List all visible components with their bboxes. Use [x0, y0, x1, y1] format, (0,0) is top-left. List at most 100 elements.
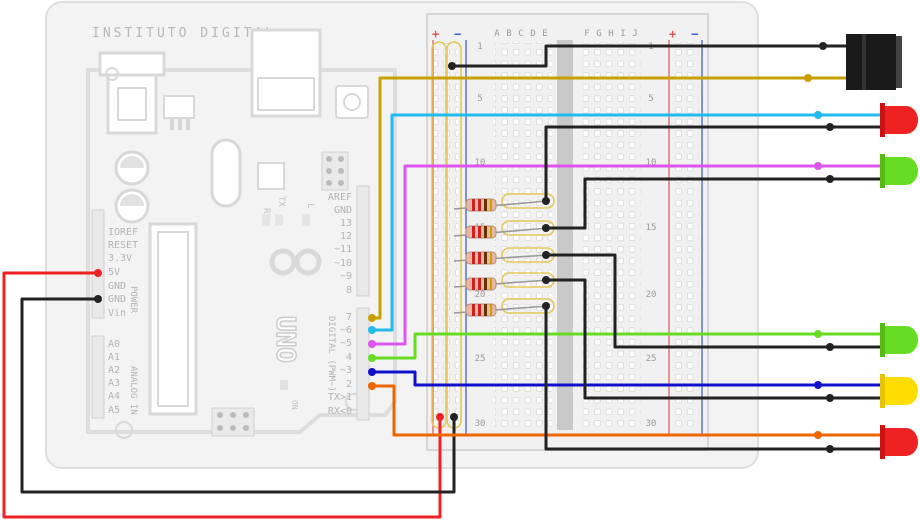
svg-text:RESET: RESET [108, 240, 138, 251]
wire-pin2-orange [372, 384, 880, 437]
wire-pin6-cyan [372, 113, 880, 332]
icsp-header-top [321, 151, 349, 191]
usb-connector [250, 28, 322, 118]
svg-text:7: 7 [346, 312, 352, 323]
digital-bottom-pin-labels: 7 ~6 ~5 4 ~3 2 TX>1 RX<0 [328, 312, 352, 417]
mount-hole [105, 67, 119, 81]
svg-text:10: 10 [475, 158, 486, 168]
svg-text:25: 25 [475, 354, 486, 364]
svg-text:G: G [596, 29, 601, 39]
usb-inner [257, 77, 315, 111]
icsp-header-bottom [211, 407, 255, 437]
svg-text:Vin: Vin [108, 308, 126, 319]
svg-text:1: 1 [477, 42, 482, 52]
wires [2, 44, 880, 519]
svg-text:25: 25 [646, 354, 657, 364]
usb-chip [257, 162, 285, 190]
svg-text:5: 5 [477, 94, 482, 104]
power-header [91, 209, 105, 319]
svg-text:13: 13 [340, 218, 352, 229]
svg-text:A4: A4 [108, 391, 120, 402]
svg-text:20: 20 [646, 290, 657, 300]
led-green-2 [880, 323, 918, 357]
center-channel [557, 40, 573, 430]
svg-text:30: 30 [475, 419, 486, 429]
on-label: ON [290, 400, 299, 410]
svg-text:F: F [584, 29, 589, 39]
right-rail-minus-label: − [691, 27, 698, 41]
svg-text:D: D [530, 29, 535, 39]
svg-text:~5: ~5 [340, 338, 352, 349]
led-yellow [880, 374, 918, 408]
resistors [453, 193, 555, 317]
mount-hole [115, 421, 133, 439]
wire-led5-black [544, 306, 880, 451]
svg-text:~6: ~6 [340, 325, 352, 336]
tx-label: TX [276, 196, 286, 207]
analog-header [91, 335, 105, 419]
svg-text:TX>1: TX>1 [328, 392, 352, 403]
column-letters: A B C D E F G H I J [494, 29, 637, 39]
svg-text:10: 10 [646, 158, 657, 168]
svg-text:B: B [506, 29, 511, 39]
voltage-regulator [163, 95, 195, 119]
svg-text:I: I [620, 29, 625, 39]
left-rail-plus-label: + [432, 27, 439, 41]
svg-text:H: H [608, 29, 613, 39]
l-label: L [305, 203, 315, 208]
rx-label: RX [261, 208, 271, 219]
svg-text:E: E [542, 29, 547, 39]
svg-text:20: 20 [475, 290, 486, 300]
atmega-chip [148, 222, 198, 416]
analog-pin-labels: A0 A1 A2 A3 A4 A5 [108, 339, 120, 416]
resistor [453, 298, 555, 317]
svg-text:15: 15 [646, 223, 657, 233]
digital-header-title: DIGITAL (PWM~) [326, 316, 336, 392]
svg-text:RX<0: RX<0 [328, 406, 352, 417]
led-green-1 [880, 154, 918, 188]
svg-text:A1: A1 [108, 352, 120, 363]
svg-text:AREF: AREF [328, 192, 352, 203]
svg-text:~10: ~10 [334, 258, 352, 269]
svg-text:8: 8 [346, 285, 352, 296]
wire-pin7-gold [372, 76, 850, 320]
svg-text:GND: GND [334, 205, 352, 216]
svg-text:GND: GND [108, 281, 126, 292]
left-terminal-holes [494, 42, 552, 430]
breadboard: + − + − A B C D E F G H I J 1 5 10 15 [426, 13, 709, 451]
led-red-2 [880, 425, 918, 459]
led-red-1 [880, 103, 918, 137]
dc-jack [98, 51, 166, 77]
piezo-buzzer [846, 34, 902, 90]
on-led [280, 380, 288, 390]
right-rail-plus-label: + [669, 27, 676, 41]
left-rail-minus-label: − [454, 27, 461, 41]
svg-text:A5: A5 [108, 405, 120, 416]
crystal-oscillator [210, 138, 242, 208]
power-header-title: POWER [128, 286, 138, 314]
svg-text:5V: 5V [108, 267, 120, 278]
svg-text:4: 4 [346, 352, 352, 363]
reset-button[interactable] [335, 85, 369, 119]
wire-gnd-black [20, 297, 456, 494]
resistor [453, 193, 555, 212]
wire-led2-black [546, 177, 880, 230]
svg-text:~9: ~9 [340, 271, 352, 282]
arduino-logo [269, 248, 322, 276]
wire-pin4-green [372, 332, 880, 360]
svg-text:12: 12 [340, 231, 352, 242]
svg-text:3.3V: 3.3V [108, 253, 132, 264]
svg-text:J: J [632, 29, 637, 39]
digital-header-bottom [356, 307, 370, 421]
wire-led3-black [546, 253, 880, 349]
analog-header-title: ANALOG IN [128, 366, 138, 415]
svg-text:~3: ~3 [340, 365, 352, 376]
wire-led4-black [546, 278, 880, 400]
svg-text:2: 2 [346, 379, 352, 390]
digital-top-pin-labels: AREF GND 13 12 ~11 ~10 ~9 8 [328, 192, 352, 296]
board-brand-label: INSTITUTO DIGITAL [92, 26, 276, 41]
svg-text:A: A [494, 29, 500, 39]
svg-text:A2: A2 [108, 365, 120, 376]
wire-5v-red [2, 271, 442, 519]
digital-header-top [356, 185, 370, 297]
